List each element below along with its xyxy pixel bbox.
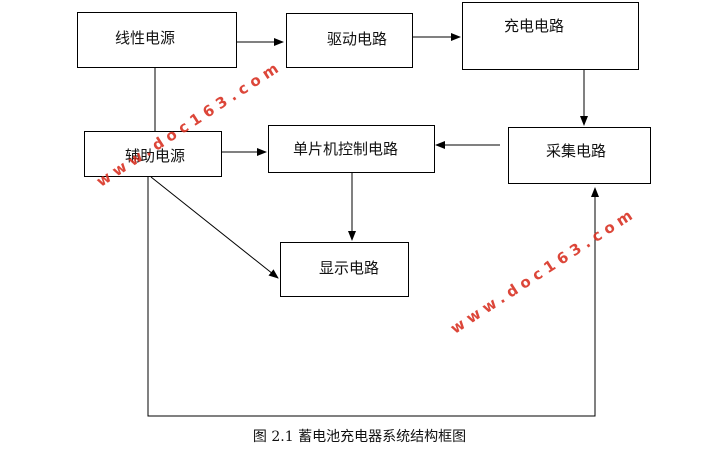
figure-caption: 图 2.1 蓄电池充电器系统结构框图 [252,429,467,445]
node-aux-power-label: 辅助电源 [125,147,186,165]
node-sampling-circuit: 采集电路 [508,127,651,184]
node-sampling-circuit-label: 采集电路 [546,142,607,160]
node-mcu-control: 单片机控制电路 [268,125,435,173]
node-linear-power: 线性电源 [77,12,237,68]
node-display-circuit: 显示电路 [280,242,409,297]
node-charge-circuit: 充电电路 [462,2,639,70]
node-charge-circuit-label: 充电电路 [504,17,565,35]
node-display-circuit-label: 显示电路 [319,259,380,277]
arrow-aux-to-sampling [147,177,599,417]
node-linear-power-label: 线性电源 [115,29,176,47]
node-mcu-control-label: 单片机控制电路 [293,140,399,158]
arrow-aux-to-display [150,176,279,279]
node-aux-power: 辅助电源 [84,131,222,177]
node-driver-circuit-label: 驱动电路 [327,30,388,48]
node-driver-circuit: 驱动电路 [286,13,413,68]
